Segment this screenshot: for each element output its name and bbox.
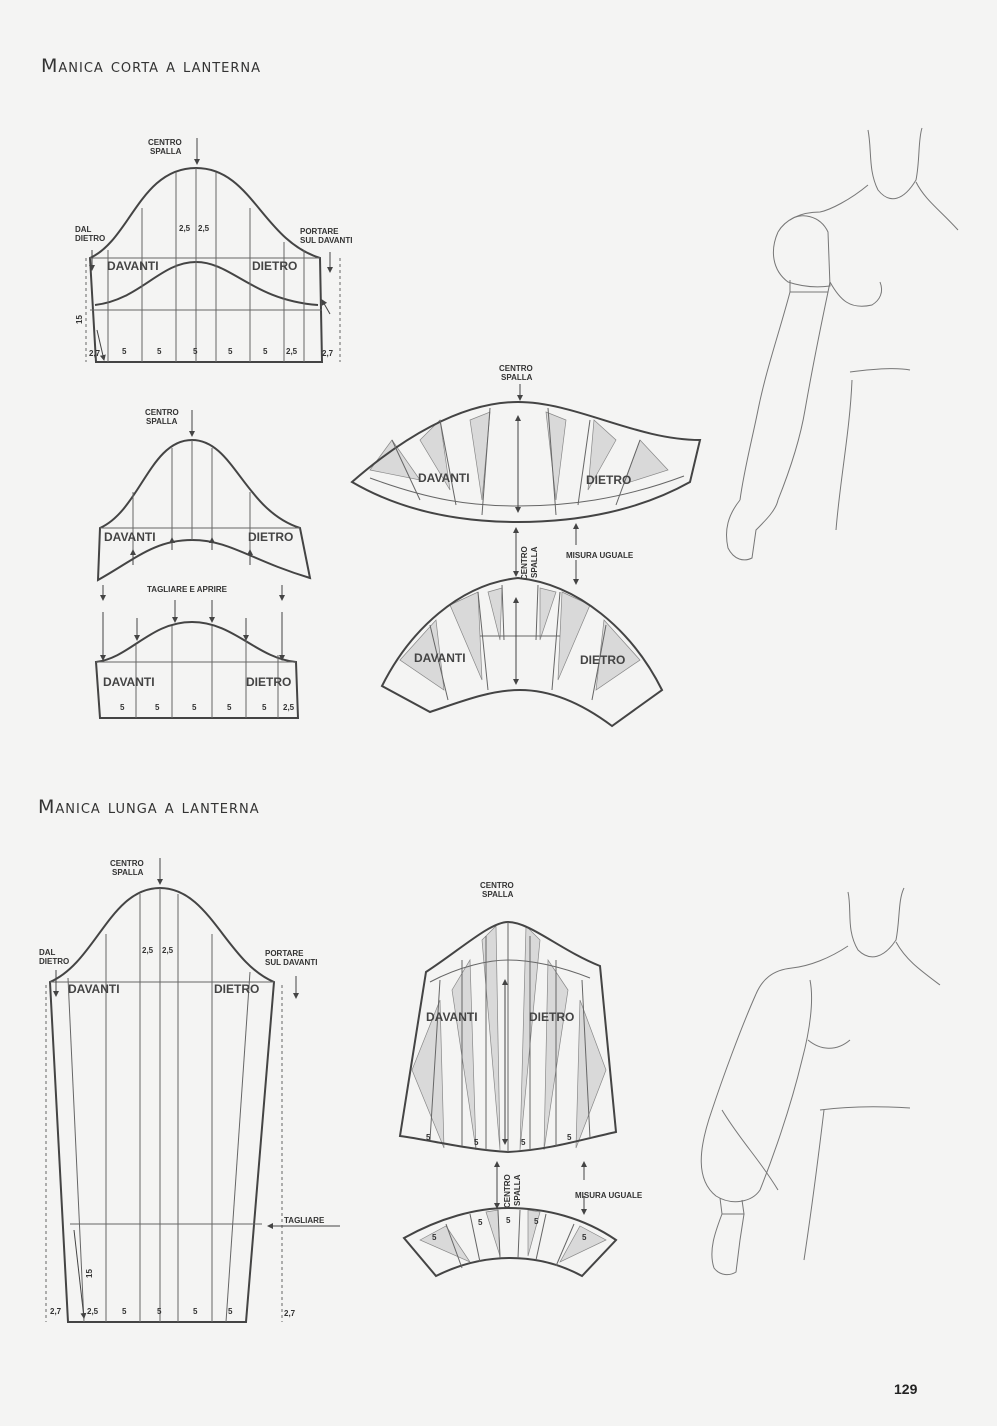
lm4: 5 [227,703,232,712]
short-sleeve-lower-pattern: DAVANTI DIETRO 5 5 5 5 5 2,5 [94,600,300,719]
m0: 2,7 [89,349,101,358]
label-davanti-l: DAVANTI [68,982,120,996]
short-sleeve-base-pattern: CENTRO SPALLA DAL DIETRO PORTARE SUL DAV… [75,138,352,363]
ll1: 2,5 [87,1307,99,1316]
label-spalla-3: SPALLA [501,373,533,382]
label-davanti-4: DAVANTI [418,471,470,485]
label-dietro-l2: DIETRO [529,1010,574,1024]
m3: 5 [193,347,198,356]
m6: 2,5 [286,347,298,356]
label-sul-davanti: SUL DAVANTI [300,236,352,245]
label-dietro: DIETRO [252,259,297,273]
label-dietro-3: DIETRO [246,675,291,689]
lm1: 5 [120,703,125,712]
label-davanti-5: DAVANTI [414,651,466,665]
label-centro-2: CENTRO [145,408,179,417]
title-short-sleeve: Manica corta a lanterna [41,55,262,77]
m1: 5 [122,347,127,356]
ease-right-l: 2,5 [162,946,174,955]
label-centro-v: CENTRO [520,546,529,580]
lp3: 5 [521,1138,526,1147]
label-dal: DAL [75,225,92,234]
height-15-l: 15 [85,1269,94,1278]
label-spalla-l2: SPALLA [482,890,514,899]
title-long-sleeve: Manica lunga a lanterna [38,796,260,818]
short-sleeve-connector: CENTRO SPALLA MISURA UGUALE [513,523,634,585]
m2: 5 [157,347,162,356]
label-davanti-3: DAVANTI [103,675,155,689]
m4: 5 [228,347,233,356]
label-portare: PORTARE [300,227,339,236]
label-centro-l: CENTRO [110,859,144,868]
label-portare-l: PORTARE [265,949,304,958]
short-sleeve-figure [726,127,959,561]
cf2: 5 [478,1218,483,1227]
cf5: 5 [582,1233,587,1242]
cf1: 5 [432,1233,437,1242]
long-sleeve-base-pattern: CENTRO SPALLA DAL DIETRO PORTARE SUL DAV… [39,858,340,1323]
page-number: 129 [894,1381,918,1397]
cf4: 5 [534,1217,539,1226]
label-davanti-2: DAVANTI [104,530,156,544]
short-sleeve-cut-pattern: CENTRO SPALLA DAVANTI DIETRO TAGLIARE E … [96,408,312,601]
label-tagliare: TAGLIARE [284,1216,325,1225]
label-dal-l: DAL [39,948,56,957]
m7: 2,7 [322,349,334,358]
ll2: 5 [122,1307,127,1316]
ll4: 5 [193,1307,198,1316]
label-dietro-5: DIETRO [580,653,625,667]
lp2: 5 [474,1138,479,1147]
label-centro: CENTRO [148,138,182,147]
lp1: 5 [426,1133,431,1142]
ll6: 2,7 [284,1309,296,1318]
lp4: 5 [567,1133,572,1142]
ll0: 2,7 [50,1307,62,1316]
label-dietro-from: DIETRO [75,234,105,243]
label-spalla-2: SPALLA [146,417,178,426]
label-spalla: SPALLA [150,147,182,156]
label-misura-uguale: MISURA UGUALE [566,551,634,560]
long-sleeve-figure [700,887,941,1276]
long-sleeve-spread-upper: CENTRO SPALLA DAVANTI DIETRO 5 5 5 5 [398,881,618,1154]
label-spalla-lv: SPALLA [513,1174,522,1206]
label-spalla-l: SPALLA [112,868,144,877]
short-sleeve-spread-lower: DAVANTI DIETRO [380,576,664,728]
lm2: 5 [155,703,160,712]
lm5: 5 [262,703,267,712]
long-sleeve-connector: CENTRO SPALLA MISURA UGUALE [494,1161,643,1215]
m5: 5 [263,347,268,356]
ease-left: 2,5 [179,224,191,233]
ll3: 5 [157,1307,162,1316]
short-sleeve-spread-upper: CENTRO SPALLA DAVANTI DIETRO [350,364,702,524]
label-sul-davanti-l: SUL DAVANTI [265,958,317,967]
label-centro-3: CENTRO [499,364,533,373]
ease-left-l: 2,5 [142,946,154,955]
ease-right: 2,5 [198,224,210,233]
label-spalla-v: SPALLA [530,546,539,578]
lm3: 5 [192,703,197,712]
lm6: 2,5 [283,703,295,712]
label-tagliare-aprire: TAGLIARE E APRIRE [147,585,228,594]
label-centro-l2: CENTRO [480,881,514,890]
label-dietro-from-l: DIETRO [39,957,69,966]
label-dietro-4: DIETRO [586,473,631,487]
label-davanti-l2: DAVANTI [426,1010,478,1024]
cf3: 5 [506,1216,511,1225]
long-sleeve-cuff: 5 5 5 5 5 [402,1206,618,1278]
label-dietro-l: DIETRO [214,982,259,996]
ll5: 5 [228,1307,233,1316]
label-misura-uguale-l: MISURA UGUALE [575,1191,643,1200]
label-davanti: DAVANTI [107,259,159,273]
label-centro-lv: CENTRO [503,1174,512,1208]
label-dietro-2: DIETRO [248,530,293,544]
height-15: 15 [75,315,84,324]
